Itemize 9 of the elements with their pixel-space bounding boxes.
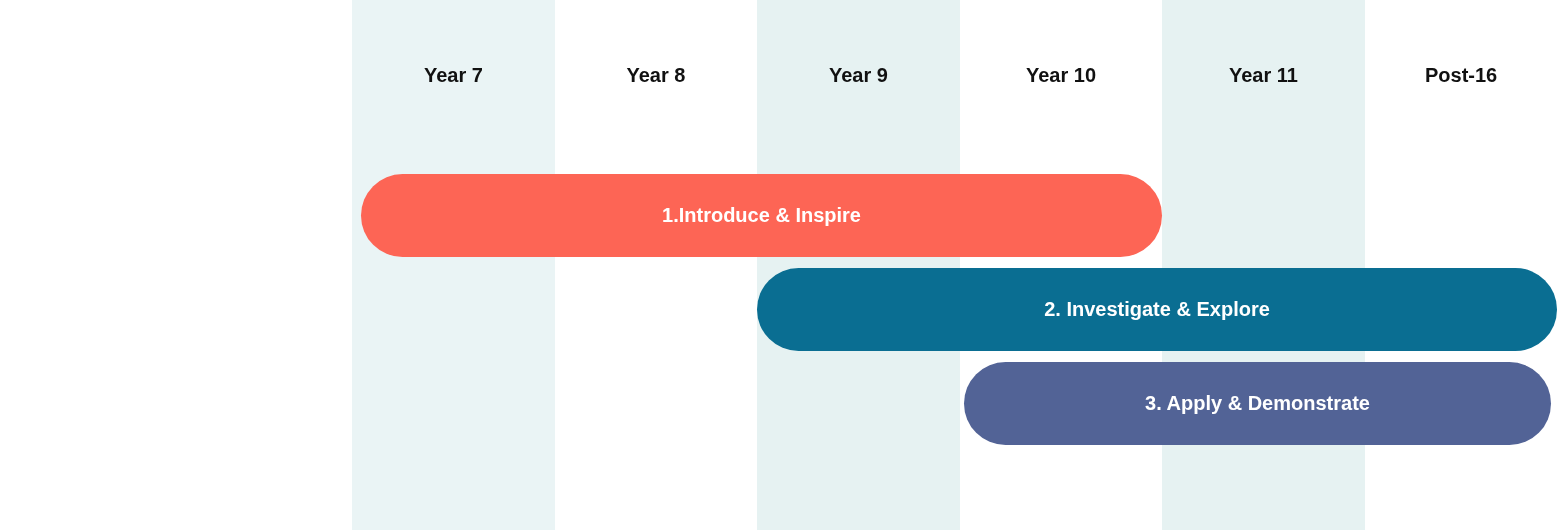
- column-heading: Year 7: [424, 64, 483, 87]
- column-heading: Year 8: [626, 64, 686, 87]
- column-heading: Year 10: [1026, 64, 1097, 87]
- column-heading: Year 11: [1229, 64, 1298, 87]
- phase-bar: 3. Apply & Demonstrate: [964, 362, 1551, 445]
- phase-bar: 2. Investigate & Explore: [757, 268, 1557, 351]
- column-heading: Year 9: [829, 64, 888, 87]
- phase-bar: 1.Introduce & Inspire: [361, 174, 1162, 257]
- column-heading: Post-16: [1425, 64, 1498, 87]
